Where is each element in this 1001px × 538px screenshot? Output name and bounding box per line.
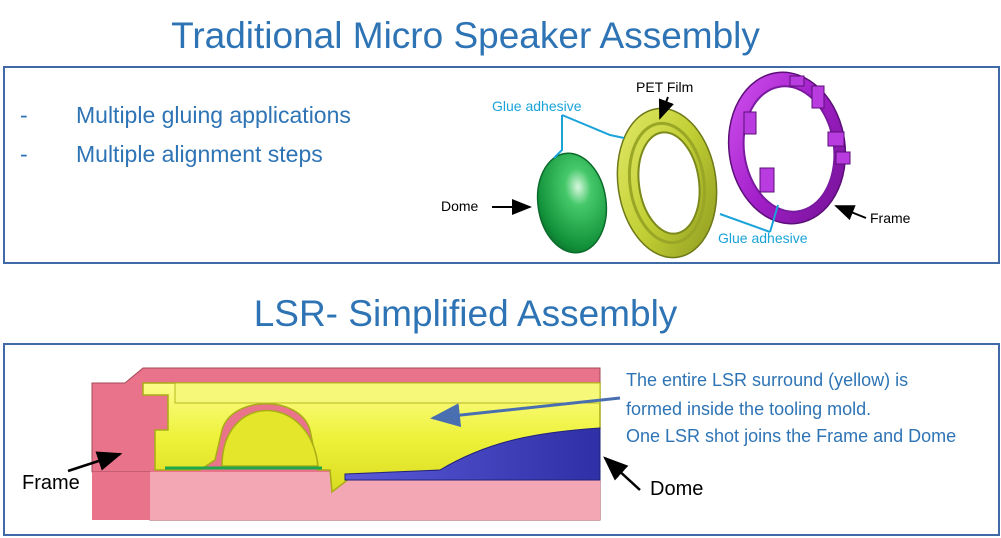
dome-part xyxy=(536,152,608,254)
lsr-cross-section xyxy=(91,367,601,521)
bottom-title: LSR- Simplified Assembly xyxy=(253,293,678,334)
label-frame-bottom: Frame xyxy=(22,472,80,494)
label-frame-top: Frame xyxy=(870,210,911,226)
pet-film-arrow xyxy=(658,96,674,120)
label-dome-bottom: Dome xyxy=(650,478,703,500)
pet-film-part xyxy=(616,107,718,259)
bullet-marker-2: - xyxy=(20,141,28,167)
top-title: Traditional Micro Speaker Assembly xyxy=(171,15,760,56)
bullet-gluing: Multiple gluing applications xyxy=(76,102,351,128)
bullet-alignment: Multiple alignment steps xyxy=(76,141,323,167)
frame-arrow-top xyxy=(834,205,867,221)
note-line-1: The entire LSR surround (yellow) is xyxy=(626,370,909,390)
label-glue-adhesive-bottom: Glue adhesive xyxy=(718,230,808,246)
lsr-note-arrow xyxy=(430,396,621,428)
frame-arrow-bottom xyxy=(67,451,123,473)
glue-callouts xyxy=(553,114,779,233)
note-line-3: One LSR shot joins the Frame and Dome xyxy=(626,426,957,446)
label-glue-adhesive-top: Glue adhesive xyxy=(492,98,582,114)
label-dome-top: Dome xyxy=(441,198,479,214)
note-line-2: formed inside the tooling mold. xyxy=(626,399,872,419)
label-pet-film: PET Film xyxy=(636,79,693,95)
bullet-marker-1: - xyxy=(20,102,28,128)
frame-part xyxy=(727,71,851,225)
dome-arrow-bottom xyxy=(603,456,641,491)
